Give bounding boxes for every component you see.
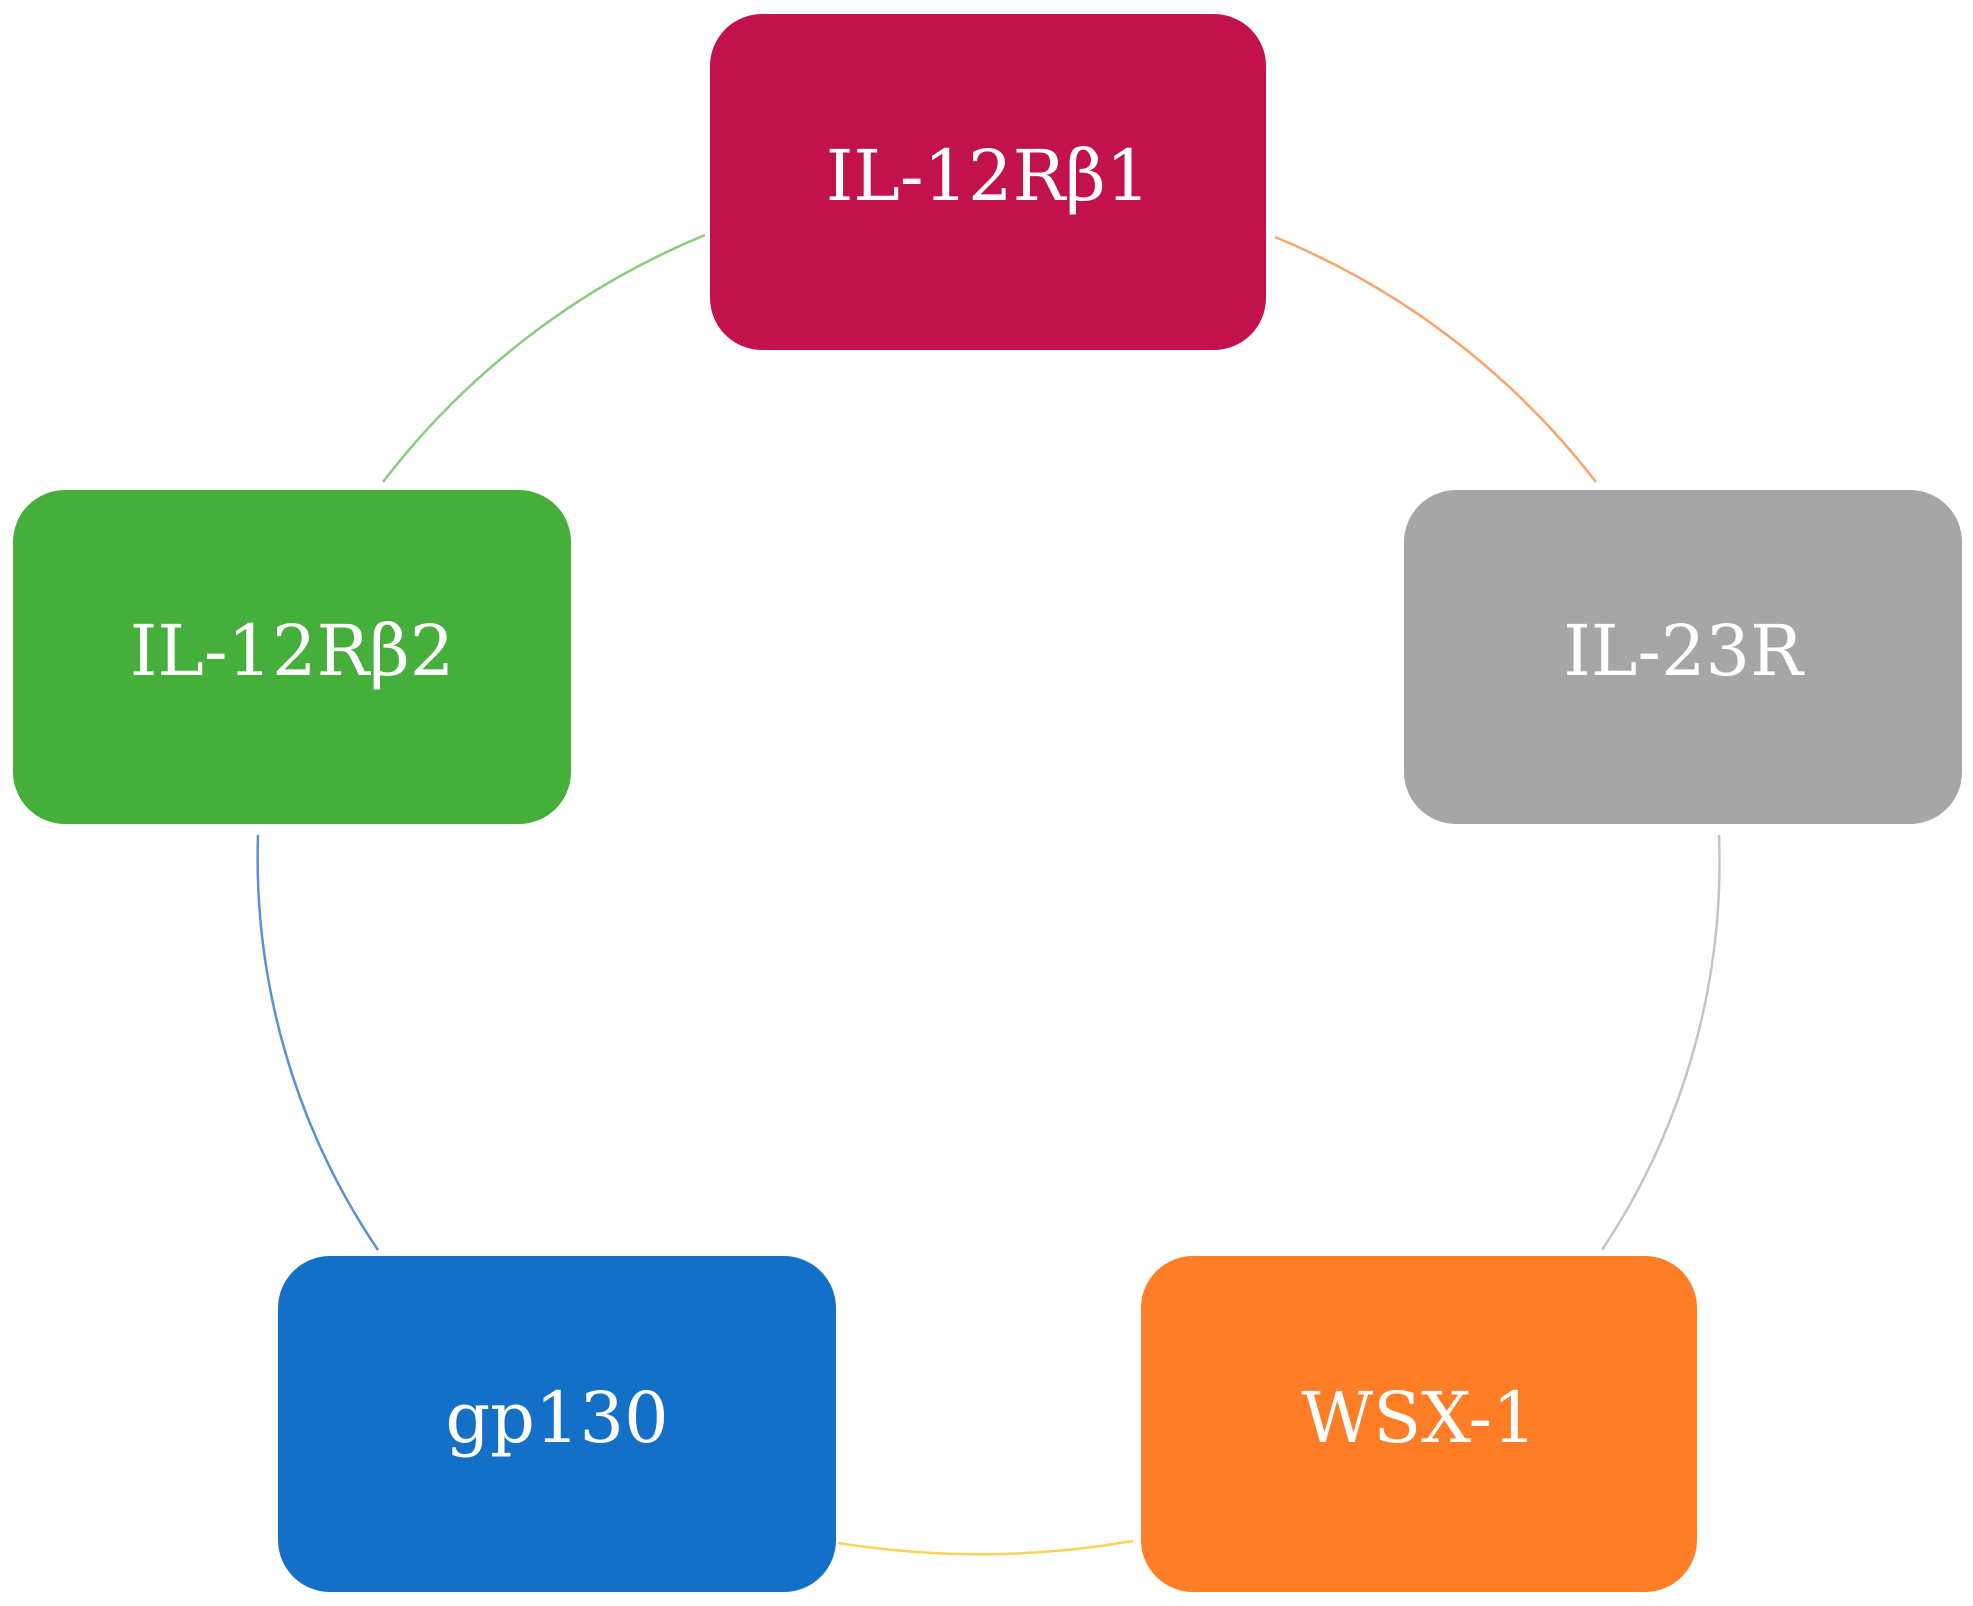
node-wsx1: WSX-1 [1141,1256,1697,1592]
node-layer: IL-12Rβ1 IL-23R WSX-1 gp130 IL-12Rβ2 [13,14,1962,1592]
node-il23r-box [1404,490,1962,824]
node-wsx1-box [1141,1256,1697,1592]
connector-il12rb2-il12rb1 [382,233,706,483]
connector-il23r-wsx1 [1600,834,1721,1251]
node-il23r-label: IL-23R [1563,610,1805,692]
node-gp130-box [278,1256,836,1592]
node-il12rb2-box [13,490,571,824]
node-gp130-label: gp130 [445,1377,668,1459]
node-il12rb1: IL-12Rβ1 [710,14,1266,350]
node-il23r: IL-23R [1404,490,1962,824]
node-il12rb1-label: IL-12Rβ1 [826,135,1151,217]
connector-layer [256,233,1721,1556]
node-il12rb2: IL-12Rβ2 [13,490,571,824]
node-wsx1-label: WSX-1 [1301,1377,1536,1459]
connector-wsx1-gp130 [837,1539,1134,1556]
node-il12rb2-label: IL-12Rβ2 [130,610,455,692]
node-il12rb1-box [710,14,1266,350]
connector-gp130-il12rb2 [256,834,380,1251]
connector-il12rb1-il23r [1274,235,1597,483]
node-gp130: gp130 [278,1256,836,1592]
